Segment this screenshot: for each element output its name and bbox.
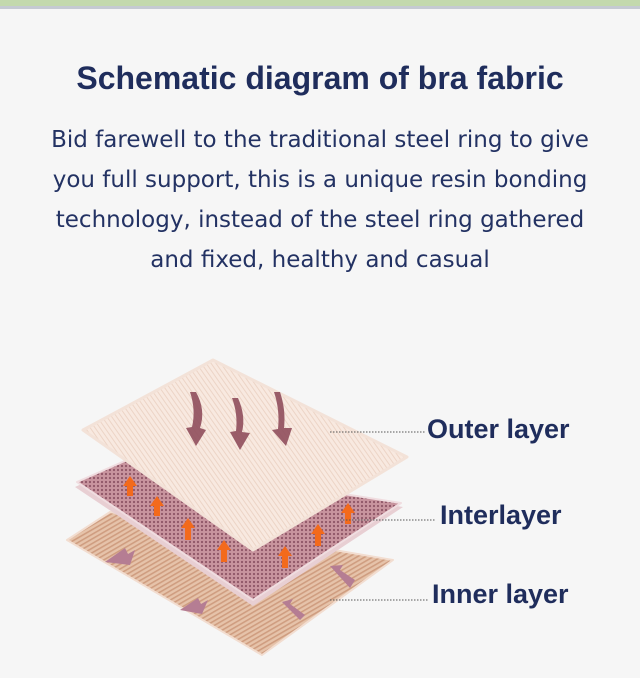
inner-layer-label: Inner layer <box>432 579 569 609</box>
description: Bid farewell to the traditional steel ri… <box>51 127 589 273</box>
page-title: Schematic diagram of bra fabric <box>76 60 564 96</box>
outer-layer-label: Outer layer <box>427 414 570 444</box>
downward-pressure-arrows <box>186 392 292 450</box>
outward-arrows <box>105 548 355 620</box>
outer-layer <box>81 358 409 552</box>
top-accent-bar <box>0 0 640 6</box>
upward-heat-arrows <box>123 476 355 568</box>
top-divider <box>0 6 640 9</box>
interlayer-label: Interlayer <box>440 500 562 530</box>
